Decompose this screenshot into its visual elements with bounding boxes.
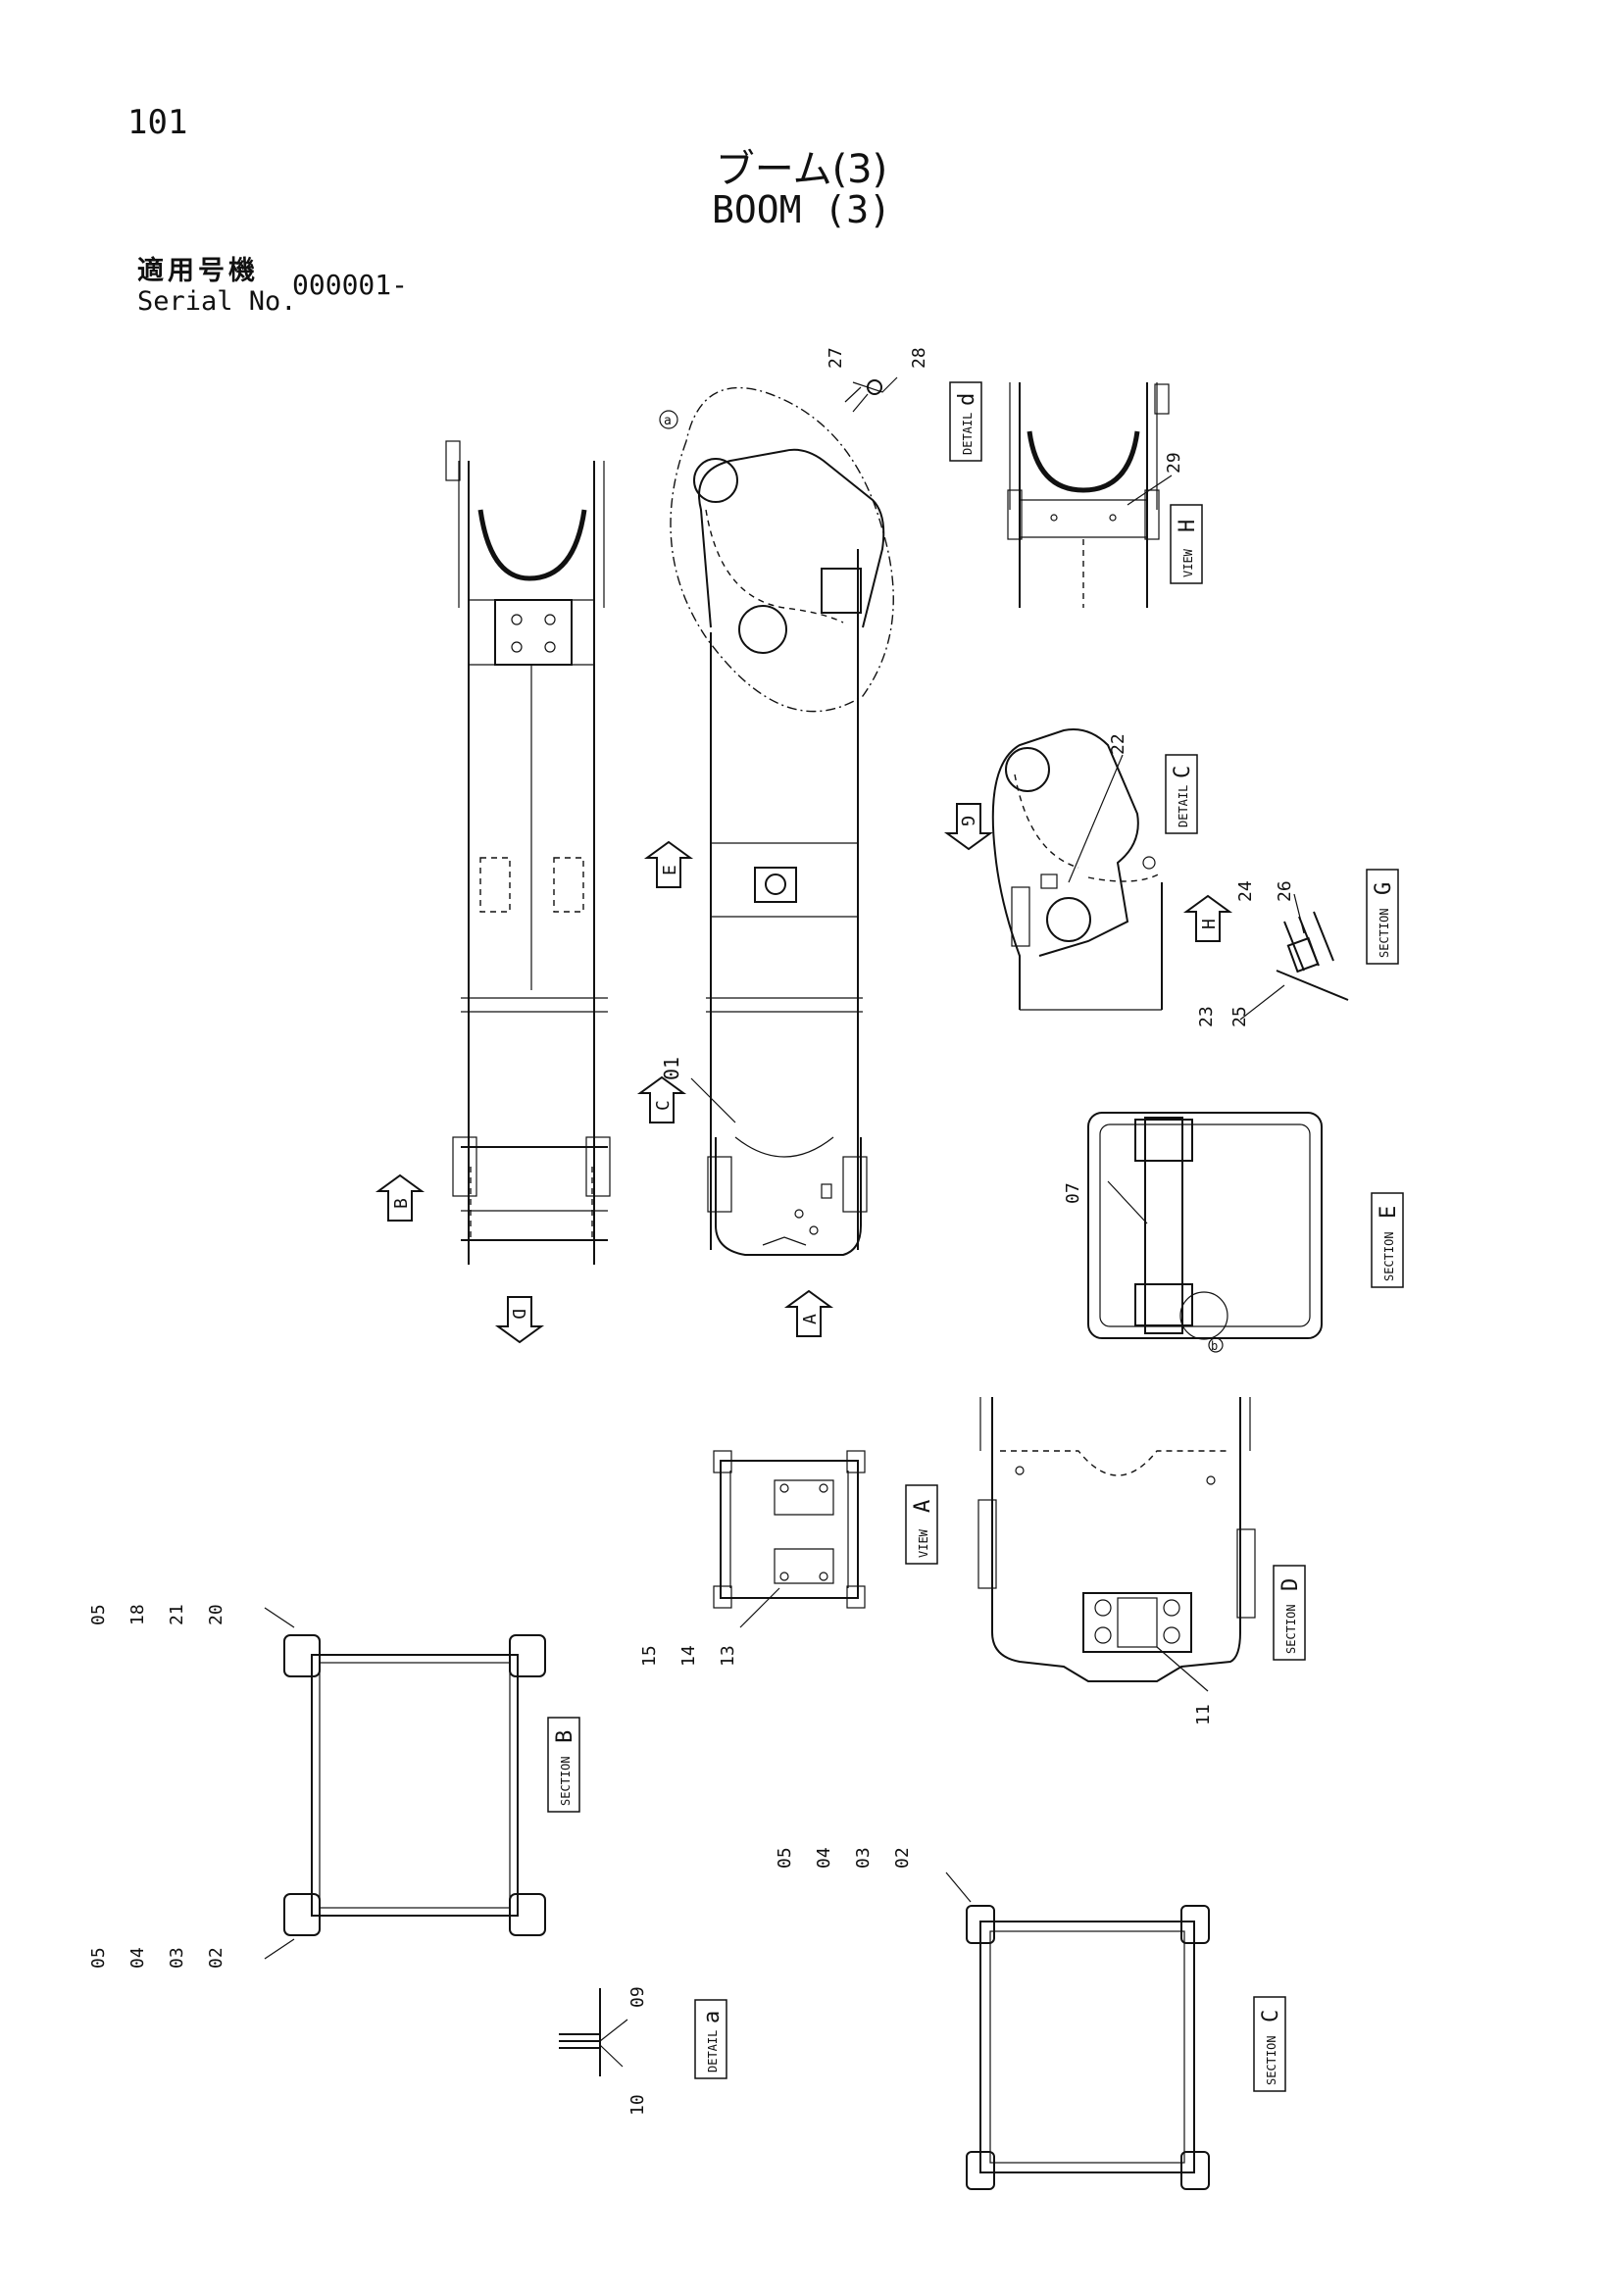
part-number-25: 25 [1229, 1006, 1250, 1027]
part-number-07: 07 [1063, 1182, 1083, 1204]
part-number-20: 20 [206, 1604, 226, 1625]
boom-side-view: a 01 [659, 386, 894, 1256]
part-number-29: 29 [1164, 452, 1184, 474]
svg-text:B: B [553, 1730, 577, 1743]
svg-text:SECTION: SECTION [559, 1756, 573, 1806]
boom-front-view [445, 440, 611, 1265]
serial-label-en: Serial No. [137, 286, 297, 317]
detail-c-drawing: 22 [991, 728, 1163, 1011]
svg-text:VIEW: VIEW [917, 1528, 930, 1558]
svg-text:SECTION: SECTION [1378, 908, 1391, 958]
part-number-09: 09 [627, 1986, 648, 2008]
view-arrow-d: D [508, 1309, 528, 1320]
part-number-21: 21 [167, 1604, 187, 1625]
view-arrow-g: G [957, 816, 977, 826]
view-a-drawing: 15 14 13 [639, 1450, 866, 1667]
serial-label-jp: 適用号機 [137, 256, 259, 286]
svg-text:G: G [1372, 882, 1396, 895]
svg-text:DETAIL: DETAIL [1177, 785, 1190, 827]
part-number-28: 28 [909, 347, 929, 369]
label-section-b: SECTION B [547, 1717, 580, 1813]
part-number-26: 26 [1275, 880, 1295, 902]
page-title-en: BOOM (3) [711, 188, 892, 231]
part-number-11: 11 [1193, 1704, 1214, 1725]
view-h-drawing: 29 [1007, 382, 1184, 608]
view-arrow-a: A [800, 1314, 821, 1324]
label-detail-a: DETAIL a [694, 1999, 727, 2079]
callout-marker-b: b [1211, 1339, 1218, 1353]
section-b-drawing: 05 18 21 20 05 04 03 02 [88, 1604, 546, 1969]
svg-text:a: a [700, 2011, 725, 2023]
part-number-02-c: 02 [892, 1847, 913, 1869]
svg-text:SECTION: SECTION [1284, 1604, 1298, 1654]
part-number-04-c: 04 [814, 1847, 834, 1869]
label-section-e: SECTION E [1371, 1192, 1404, 1288]
part-number-05-c: 05 [775, 1847, 795, 1869]
svg-text:E: E [1377, 1206, 1401, 1219]
svg-text:C: C [1171, 766, 1195, 778]
label-section-c: SECTION C [1253, 1996, 1286, 2092]
page-number: 101 [127, 103, 188, 142]
view-arrow-h: H [1199, 919, 1220, 929]
svg-text:DETAIL: DETAIL [961, 413, 975, 455]
svg-text:H: H [1176, 520, 1200, 532]
view-arrow-e: E [660, 865, 680, 875]
label-section-d: SECTION D [1273, 1565, 1306, 1661]
part-number-05-b2: 05 [88, 1947, 109, 1969]
part-number-01: 01 [660, 1057, 683, 1080]
part-number-10: 10 [627, 2094, 648, 2116]
svg-text:DETAIL: DETAIL [706, 2030, 720, 2072]
detail-d-drawing: 27 28 [826, 347, 929, 413]
svg-text:VIEW: VIEW [1181, 548, 1195, 577]
part-number-14: 14 [678, 1645, 699, 1667]
label-detail-c: DETAIL C [1165, 754, 1198, 834]
section-c-drawing: 05 04 03 02 [775, 1847, 1210, 2190]
detail-a-drawing: 09 10 [559, 1986, 648, 2116]
svg-text:A: A [911, 1500, 935, 1513]
view-arrow-b: B [391, 1198, 412, 1209]
callout-marker-a: a [664, 414, 672, 428]
svg-text:C: C [1259, 2010, 1283, 2022]
part-number-03-b: 03 [167, 1947, 187, 1969]
svg-text:SECTION: SECTION [1265, 2035, 1278, 2085]
svg-text:d: d [955, 393, 979, 406]
page-title-jp: ブーム(3) [715, 147, 888, 192]
part-number-02-b: 02 [206, 1947, 226, 1969]
svg-text:D: D [1278, 1578, 1303, 1591]
section-d-drawing: 11 [977, 1397, 1256, 1725]
part-number-15: 15 [639, 1645, 660, 1667]
serial-value: 000001- [292, 269, 409, 301]
part-number-22: 22 [1108, 733, 1128, 755]
part-number-05-b: 05 [88, 1604, 109, 1625]
part-number-04-b: 04 [127, 1947, 148, 1969]
view-arrow-c: C [653, 1100, 674, 1111]
part-number-03-c: 03 [853, 1847, 874, 1869]
part-number-27: 27 [826, 347, 846, 369]
label-view-a: VIEW A [905, 1484, 938, 1565]
section-e-drawing: 07 [1063, 1112, 1323, 1353]
label-section-g: SECTION G [1366, 869, 1399, 965]
part-number-13: 13 [718, 1645, 738, 1667]
view-arrows: E C B D A G H [375, 803, 1233, 1344]
part-number-24: 24 [1235, 880, 1256, 902]
section-g-drawing: 24 26 23 25 [1196, 880, 1349, 1027]
label-view-h: VIEW H [1170, 504, 1203, 584]
label-detail-d: DETAIL d [949, 381, 982, 462]
part-number-18: 18 [127, 1604, 148, 1625]
svg-text:SECTION: SECTION [1382, 1231, 1396, 1281]
part-number-23: 23 [1196, 1006, 1217, 1027]
